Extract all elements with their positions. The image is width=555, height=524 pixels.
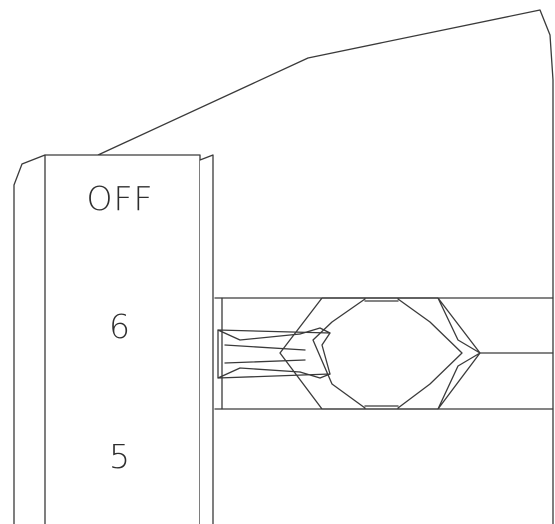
dial-setting-5: 5	[109, 437, 131, 476]
shaft-channel	[214, 297, 554, 410]
hex-coupling	[279, 297, 481, 410]
dial-knob	[13, 154, 214, 524]
dial-setting-off: OFF	[86, 179, 154, 218]
dial-setting-6: 6	[109, 307, 131, 346]
driver-tip	[217, 327, 331, 379]
appliance-housing	[97, 9, 554, 524]
